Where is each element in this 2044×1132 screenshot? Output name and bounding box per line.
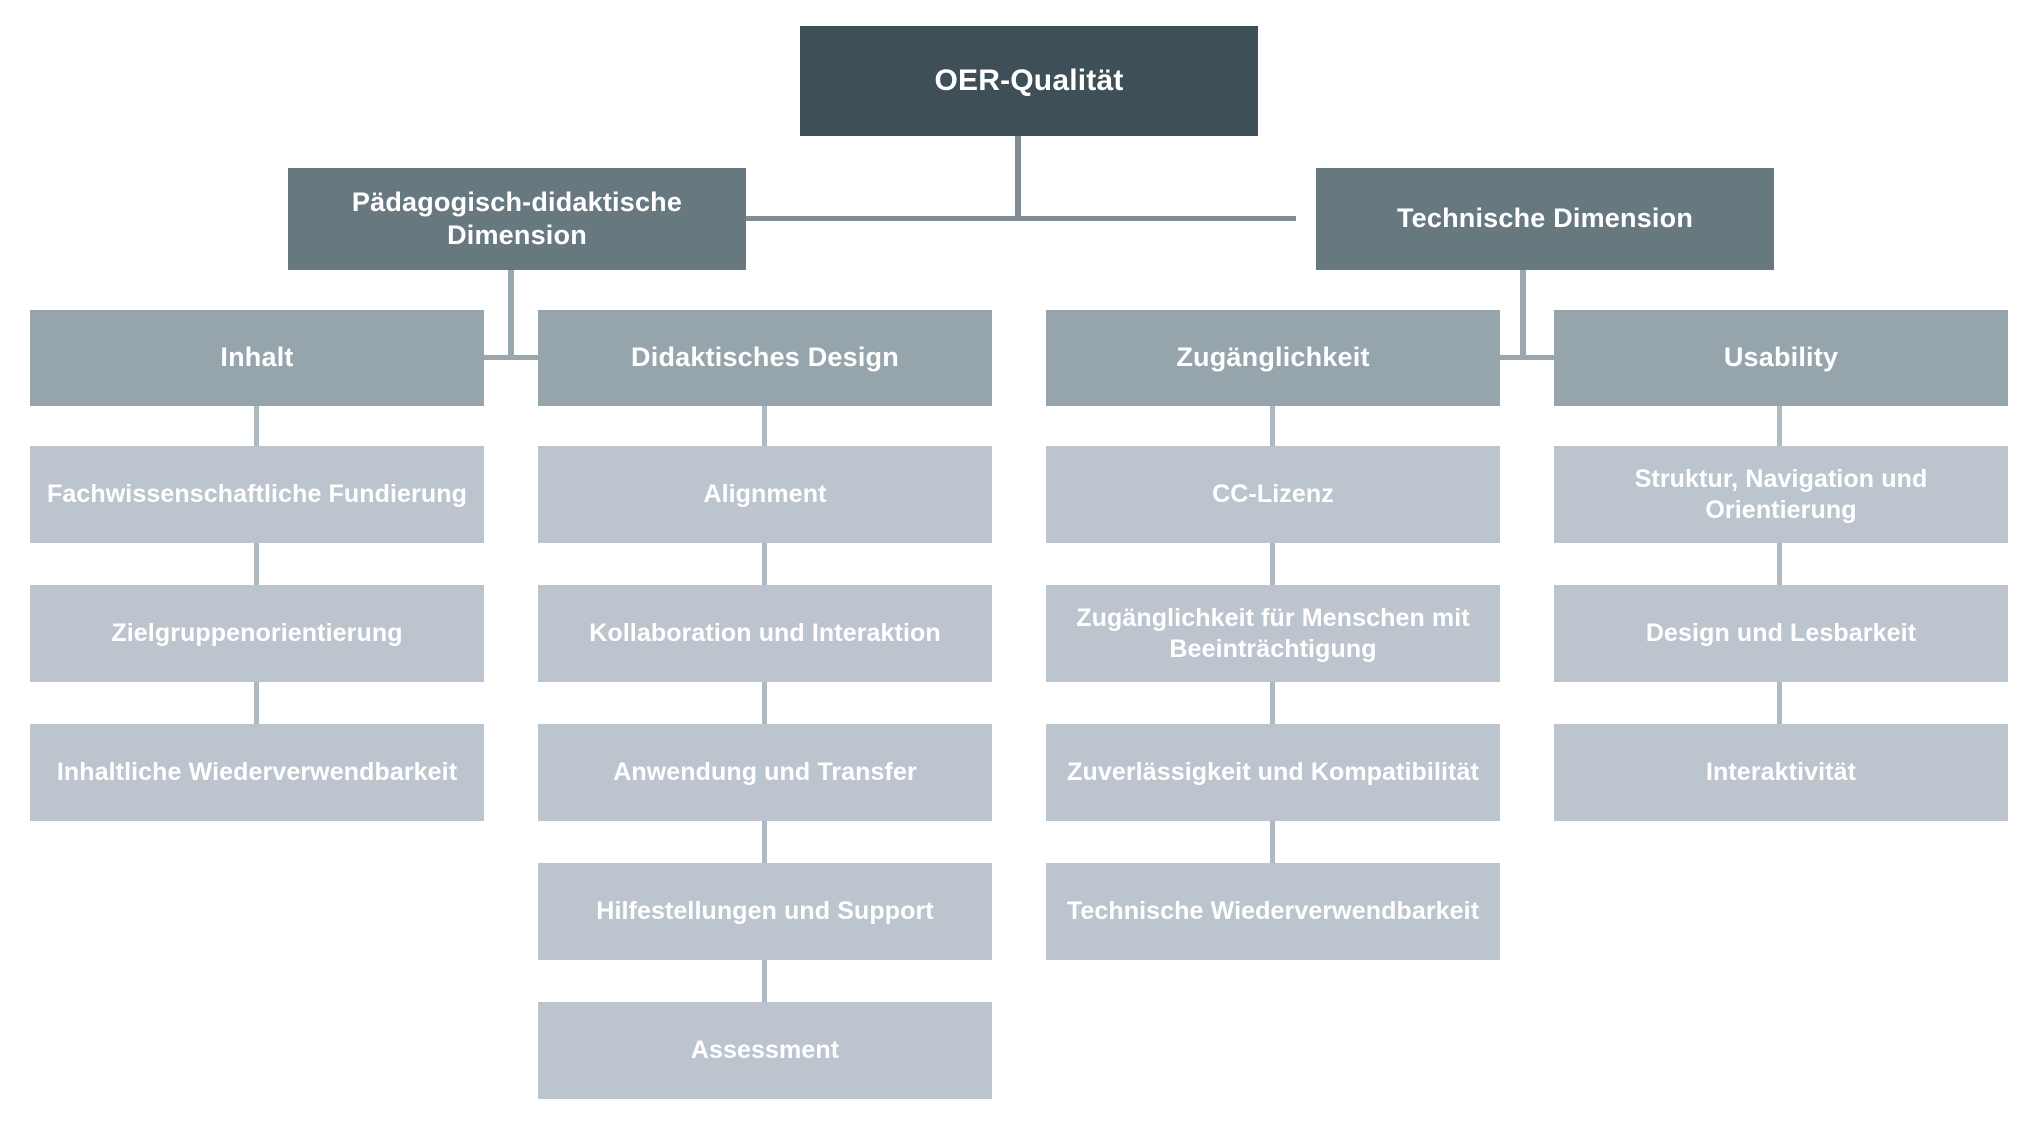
connector-right-dimension-vertical	[1520, 268, 1526, 358]
connector-usability-spine-2	[1777, 543, 1782, 587]
node-dimension-paedagogisch-didaktisch: Pädagogisch-didaktische Dimension	[288, 168, 746, 270]
node-criterion-fachwissenschaftliche-fundierung: Fachwissenschaftliche Fundierung	[30, 446, 484, 543]
node-criterion-zugaenglichkeit-fuer-menschen-mit-beeintraechtigung: Zugänglichkeit für Menschen mit Beeinträ…	[1046, 585, 1500, 682]
node-category-didaktisches-design: Didaktisches Design	[538, 310, 992, 406]
node-root-oer-qualitaet: OER-Qualität	[800, 26, 1258, 136]
connector-inhalt-spine-1	[254, 404, 259, 448]
connector-didaktisches-design-spine-4	[762, 821, 767, 865]
connector-zugaenglichkeit-spine-1	[1270, 404, 1275, 448]
connector-right-categories-horizontal-bar	[1475, 355, 1575, 360]
node-criterion-inhaltliche-wiederverwendbarkeit: Inhaltliche Wiederverwendbarkeit	[30, 724, 484, 821]
connector-left-dimension-vertical	[508, 268, 514, 358]
node-criterion-assessment: Assessment	[538, 1002, 992, 1099]
node-criterion-struktur-navigation-und-orientierung: Struktur, Navigation und Orientierung	[1554, 446, 2008, 543]
node-criterion-kollaboration-und-interaktion: Kollaboration und Interaktion	[538, 585, 992, 682]
node-criterion-anwendung-und-transfer: Anwendung und Transfer	[538, 724, 992, 821]
node-criterion-hilfestellungen-und-support: Hilfestellungen und Support	[538, 863, 992, 960]
node-criterion-zielgruppenorientierung: Zielgruppenorientierung	[30, 585, 484, 682]
node-category-usability: Usability	[1554, 310, 2008, 406]
connector-usability-spine-3	[1777, 682, 1782, 726]
node-criterion-technische-wiederverwendbarkeit: Technische Wiederverwendbarkeit	[1046, 863, 1500, 960]
node-criterion-design-und-lesbarkeit: Design und Lesbarkeit	[1554, 585, 2008, 682]
node-criterion-cc-lizenz: CC-Lizenz	[1046, 446, 1500, 543]
connector-inhalt-spine-2	[254, 543, 259, 587]
connector-zugaenglichkeit-spine-2	[1270, 543, 1275, 587]
node-criterion-interaktivitaet: Interaktivität	[1554, 724, 2008, 821]
connector-didaktisches-design-spine-5	[762, 960, 767, 1004]
connector-didaktisches-design-spine-1	[762, 404, 767, 448]
node-dimension-technisch: Technische Dimension	[1316, 168, 1774, 270]
connector-zugaenglichkeit-spine-3	[1270, 682, 1275, 726]
connector-didaktisches-design-spine-3	[762, 682, 767, 726]
node-criterion-alignment: Alignment	[538, 446, 992, 543]
connector-didaktisches-design-spine-2	[762, 543, 767, 587]
connector-left-categories-horizontal-bar	[463, 355, 563, 360]
connector-zugaenglichkeit-spine-4	[1270, 821, 1275, 865]
connector-root-vertical	[1015, 135, 1021, 220]
connector-usability-spine-1	[1777, 404, 1782, 448]
node-criterion-zuverlaessigkeit-und-kompatibilitaet: Zuverlässigkeit und Kompatibilität	[1046, 724, 1500, 821]
connector-dimension-horizontal-bar	[740, 216, 1296, 221]
node-category-inhalt: Inhalt	[30, 310, 484, 406]
connector-inhalt-spine-3	[254, 682, 259, 726]
node-category-zugaenglichkeit: Zugänglichkeit	[1046, 310, 1500, 406]
